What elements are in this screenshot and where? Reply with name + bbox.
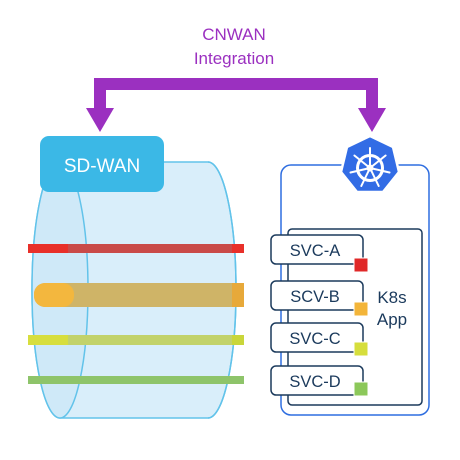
sdwan-line-red-end — [232, 244, 244, 253]
service-status-square — [353, 381, 369, 397]
integration-connector — [94, 78, 378, 112]
sdwan-line-green — [28, 376, 244, 384]
service-label: SCV-B — [290, 288, 340, 306]
sdwan-line-orange-highlight — [34, 283, 74, 307]
service-status-square — [353, 301, 369, 317]
integration-subtitle: Integration — [194, 49, 274, 68]
kubernetes-logo-icon — [339, 134, 401, 194]
sdwan-line-red — [28, 244, 244, 253]
service-svc-a: SVC-A — [270, 234, 369, 273]
k8s-app-label-line1: K8s — [377, 288, 406, 307]
service-box — [270, 234, 364, 265]
service-svc-c: SVC-C — [270, 322, 369, 357]
sdwan-line-orange — [34, 283, 244, 307]
sdwan-label: SD-WAN — [64, 156, 140, 177]
service-status-square — [353, 257, 369, 273]
integration-arrow — [86, 78, 386, 132]
service-status-square — [353, 341, 369, 357]
service-label: SVC-A — [290, 242, 340, 260]
service-label: SVC-C — [289, 330, 340, 348]
arrowhead-right-icon — [358, 108, 386, 132]
sdwan-line-orange-end — [232, 283, 244, 307]
service-box — [270, 365, 364, 396]
service-box — [270, 280, 364, 311]
integration-title: CNWAN — [202, 25, 266, 44]
service-svc-d: SVC-D — [270, 365, 369, 397]
sdwan-lines — [28, 244, 244, 384]
sdwan-line-yellow — [28, 335, 244, 345]
service-label: SVC-D — [289, 373, 340, 391]
sdwan-line-yellow-highlight — [28, 335, 68, 345]
sdwan-line-yellow-end — [232, 335, 244, 345]
sdwan-line-red-highlight — [28, 244, 68, 253]
service-box — [270, 322, 364, 353]
arrowhead-left-icon — [86, 108, 114, 132]
k8s-app-box — [287, 228, 423, 406]
k8s-app-label-line2: App — [377, 310, 407, 329]
sdwan-label-box — [40, 136, 164, 192]
service-scv-b: SCV-B — [270, 280, 369, 317]
